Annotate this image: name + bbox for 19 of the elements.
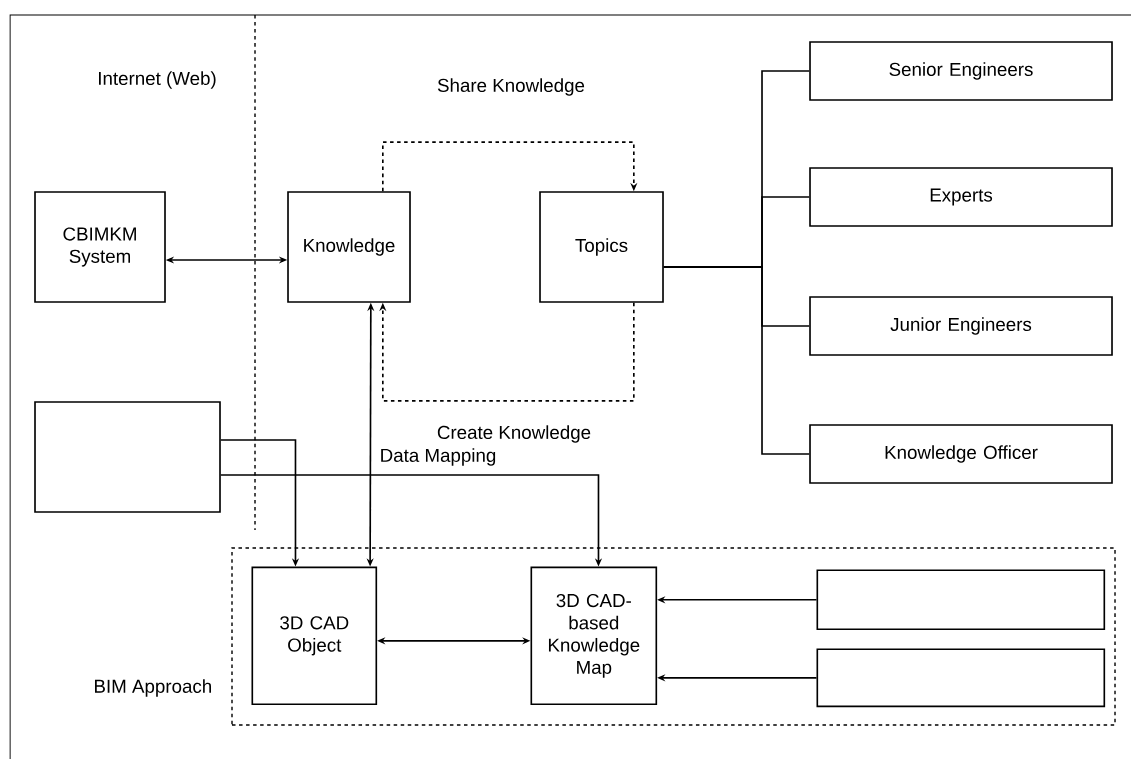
empty-box: [34, 401, 221, 513]
arrow: [379, 302, 635, 402]
edge-label: Create Knowledge: [435, 424, 593, 444]
edge-label: Share Knowledge: [435, 77, 587, 97]
process-box: CBIMKM System: [34, 191, 166, 303]
process-box: 3D CAD Object: [251, 566, 378, 706]
process-box: Experts: [809, 167, 1113, 227]
region-label: Internet (Web): [99, 71, 216, 89]
process-box: Knowledge: [287, 191, 411, 303]
process-box: Junior Engineers: [809, 296, 1113, 356]
node-label: BIM Approach: [95, 679, 211, 697]
empty-box: [816, 569, 1106, 631]
edge-label: Data Mapping: [378, 447, 498, 467]
arrow: [382, 141, 638, 192]
process-box: Senior Engineers: [809, 41, 1113, 101]
process-box: 3D CAD-based Knowledge Map: [530, 566, 658, 706]
process-box: Topics: [539, 191, 664, 303]
empty-box: [816, 648, 1106, 708]
process-box: Knowledge Officer: [809, 424, 1113, 484]
